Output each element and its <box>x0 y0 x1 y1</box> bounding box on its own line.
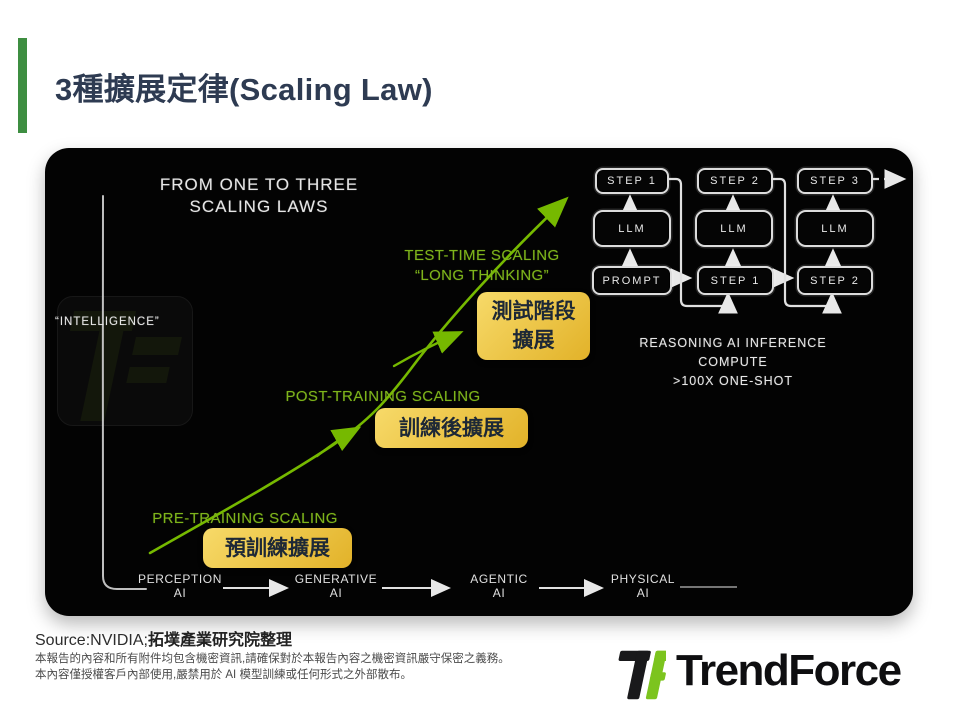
flow-box-col3-llm: LLM <box>796 210 874 247</box>
flow-box-col2-top: STEP 2 <box>697 168 773 194</box>
y-axis-line <box>101 195 147 590</box>
tag-test-time-line2: 擴展 <box>512 329 555 352</box>
figure-heading-line1: FROM ONE TO THREE <box>159 175 359 194</box>
flow-caption: REASONING AI INFERENCE COMPUTE >100X ONE… <box>639 336 827 388</box>
disclaimer: 本報告的內容和所有附件均包含機密資訊,請確保對於本報告內容之機密資訊嚴守保密之義… <box>35 651 510 683</box>
figure-canvas <box>101 169 907 597</box>
tag-pre-training: 預訓練擴展 <box>203 528 352 568</box>
flow-box-col2-llm: LLM <box>695 210 773 247</box>
test-time-caption-line1: TEST-TIME SCALING <box>404 247 560 264</box>
scaling-curve <box>148 196 569 555</box>
loop-step1 <box>665 177 738 314</box>
disclaimer-line1: 本報告的內容和所有附件均包含機密資訊,請確保對於本報告內容之機密資訊嚴守保密之義… <box>35 653 510 665</box>
test-time-branch <box>392 331 464 368</box>
flow-box-col1-bottom: PROMPT <box>592 266 672 295</box>
disclaimer-line2: 本內容僅授權客戶內部使用,嚴禁用於 AI 模型訓練或任何形式之外部散布。 <box>35 669 412 681</box>
loop-step2 <box>769 177 842 314</box>
post-training-caption: POST-TRAINING SCALING <box>285 388 481 405</box>
figure-panel: FROM ONE TO THREE SCALING LAWS “INTELLIG… <box>45 148 913 616</box>
flow-box-col1-llm: LLM <box>593 210 671 247</box>
flow-box-col2-bottom: STEP 1 <box>697 266 774 295</box>
test-time-caption: TEST-TIME SCALING “LONG THINKING” <box>404 246 559 286</box>
source-prefix: Source:NVIDIA; <box>35 632 148 649</box>
x-label-physical: PHYSICAL AI <box>610 572 676 600</box>
watermark-logo <box>57 296 193 426</box>
flow-box-col3-bottom: STEP 2 <box>797 266 873 295</box>
page-title: 3種擴展定律(Scaling Law) <box>55 72 433 107</box>
source-line: Source:NVIDIA;拓墣產業研究院整理 <box>35 626 292 650</box>
post-training-branch <box>315 426 362 458</box>
tag-test-time-line1: 測試階段 <box>491 300 576 323</box>
pre-training-caption: PRE-TRAINING SCALING <box>152 510 338 527</box>
title-accent-bar <box>18 38 27 133</box>
tag-post-training: 訓練後擴展 <box>375 408 528 448</box>
x-label-agentic: AGENTIC AI <box>470 572 528 600</box>
x-label-perception: PERCEPTION AI <box>137 572 223 600</box>
figure-heading-line2: SCALING LAWS <box>189 197 329 216</box>
y-axis-label: “INTELLIGENCE” <box>55 316 160 328</box>
x-label-generative: GENERATIVE AI <box>294 572 378 600</box>
flow-box-col3-top: STEP 3 <box>797 168 873 194</box>
test-time-caption-line2: “LONG THINKING” <box>414 267 550 284</box>
figure-heading: FROM ONE TO THREE SCALING LAWS <box>160 174 358 218</box>
tag-test-time: 測試階段 擴展 <box>477 292 590 360</box>
trendforce-wordmark: TrendForce <box>676 646 902 695</box>
source-body: 拓墣產業研究院整理 <box>147 632 292 649</box>
flow-box-col1-top: STEP 1 <box>595 168 669 194</box>
trendforce-logo-icon <box>618 650 666 700</box>
